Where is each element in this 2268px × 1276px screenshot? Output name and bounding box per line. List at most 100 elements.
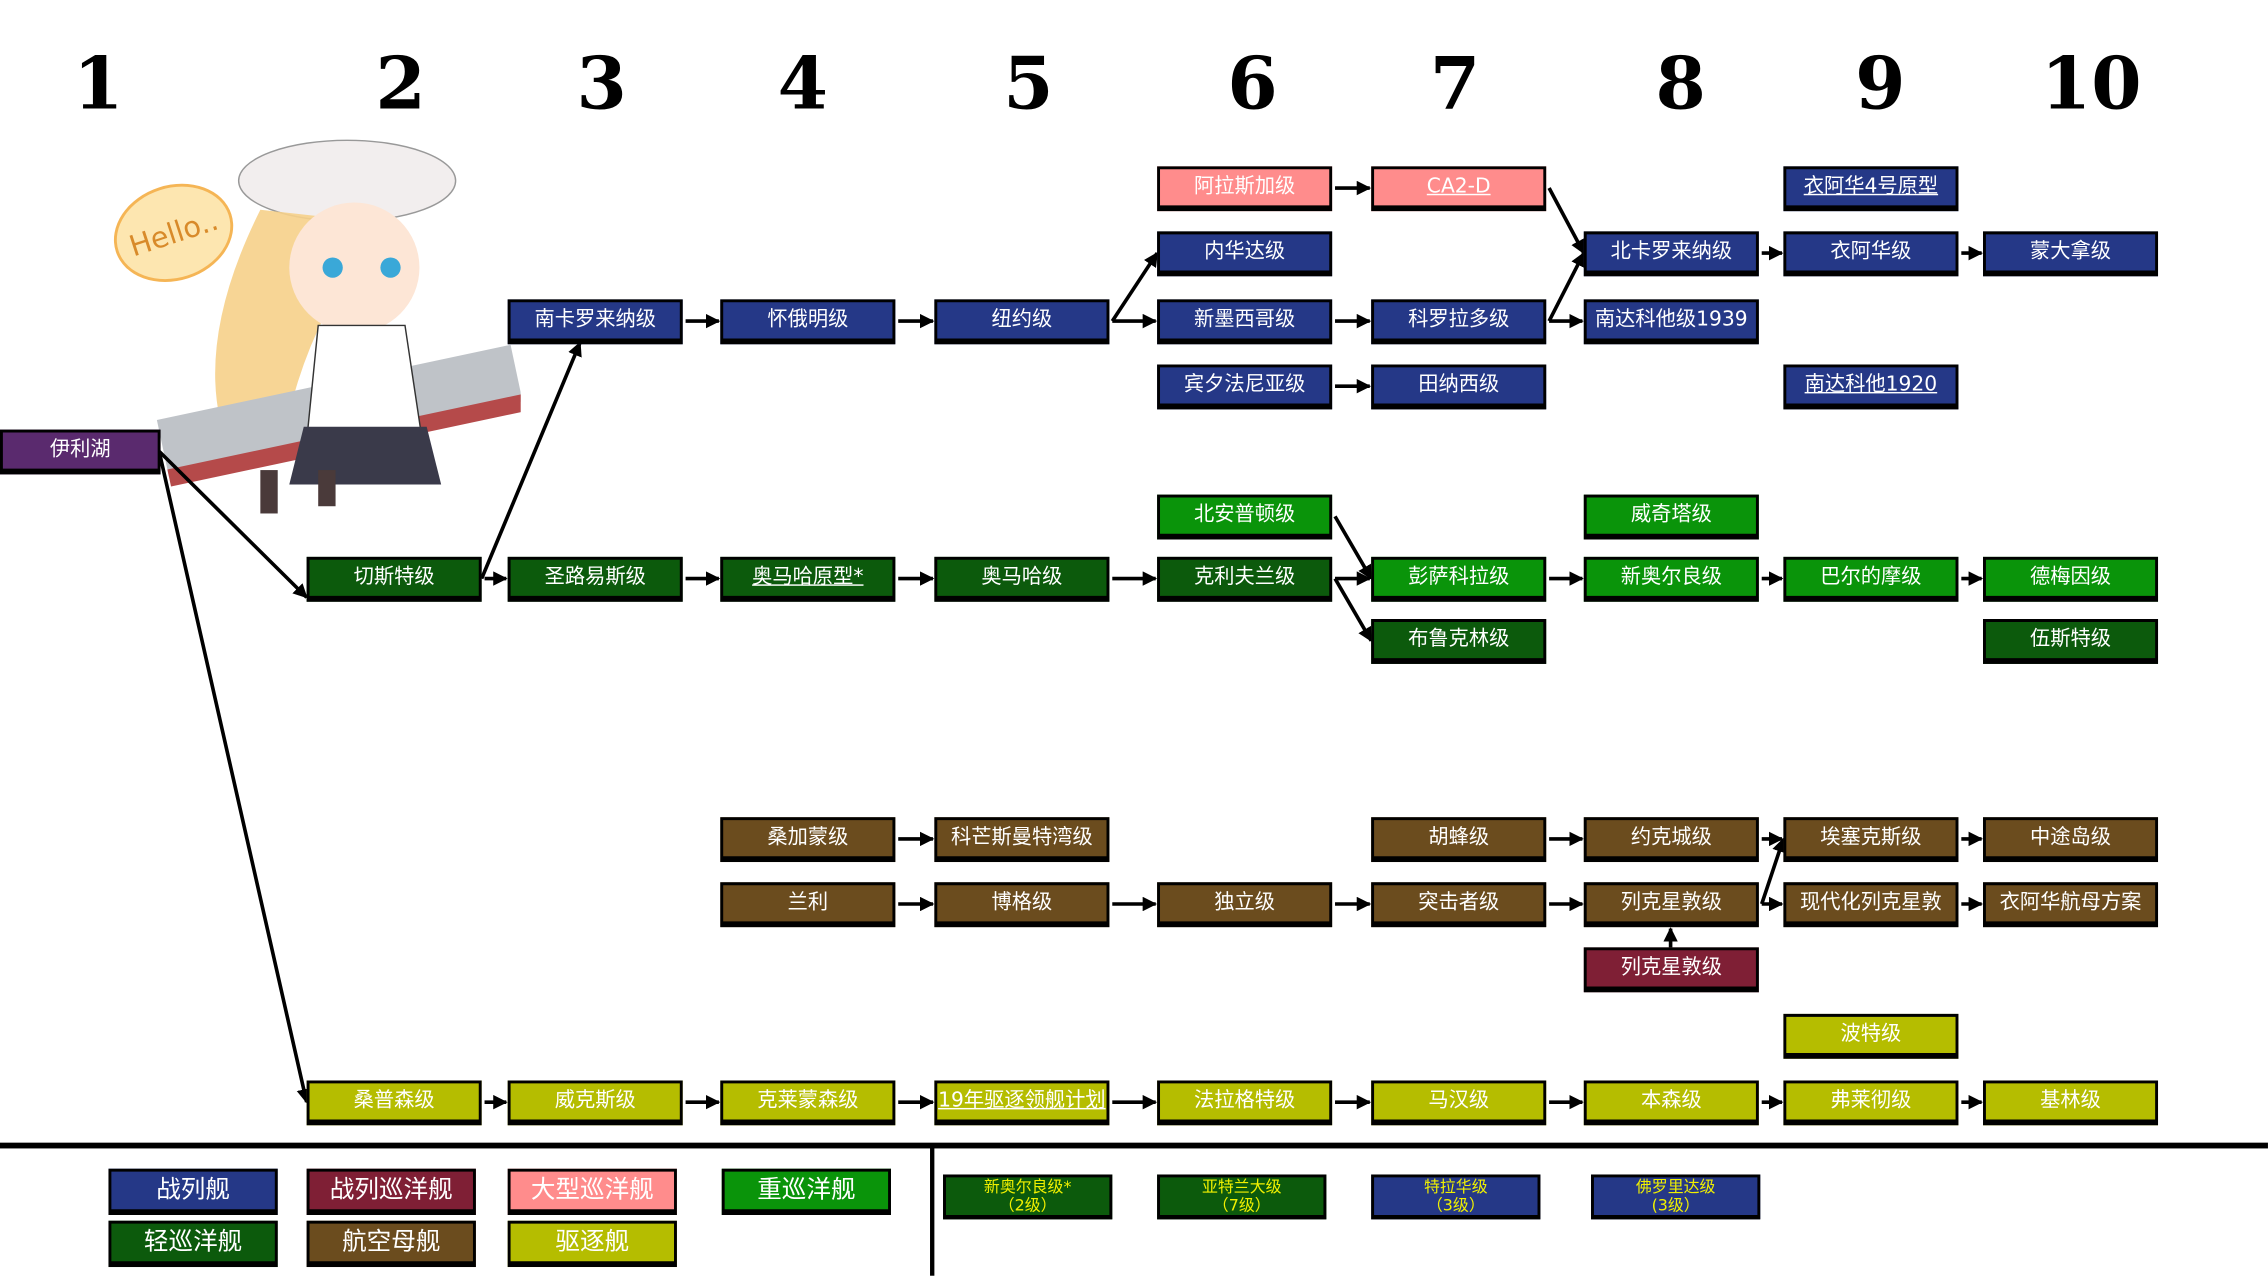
ship-node[interactable]: 约克城级 [1583,817,1759,863]
ship-node[interactable]: 科罗拉多级 [1371,299,1547,345]
ship-name: 列克星敦级 [1620,890,1722,915]
ship-name: 现代化列克星敦 [1800,890,1942,915]
ship-name: 马汉级 [1428,1089,1490,1113]
ship-name: 北卡罗来纳级 [1610,240,1733,264]
ship-node[interactable]: 衣阿华4号原型 [1783,166,1959,212]
ship-node[interactable]: 怀俄明级 [720,299,896,345]
legend-item-large-cruiser: 大型巡洋舰 [507,1168,677,1215]
special-ship-name: 新奥尔良级* [983,1177,1072,1197]
special-ship-level: (3级） [1651,1196,1700,1215]
ship-name: 新奥尔良级 [1620,565,1722,589]
ship-name: 威奇塔级 [1630,503,1712,527]
ship-node[interactable]: 列克星敦级 [1583,882,1759,928]
tier-header-9: 9 [1855,40,1906,126]
special-ship-name: 特拉华级 [1423,1177,1488,1197]
ship-name: 弗莱彻级 [1830,1089,1912,1113]
ship-node[interactable]: 中途岛级 [1983,817,2159,863]
legend-item-heavy-cruiser: 重巡洋舰 [721,1168,891,1215]
ship-node[interactable]: 新墨西哥级 [1157,299,1333,345]
ship-name: 埃塞克斯级 [1820,825,1922,850]
ship-node[interactable]: 南卡罗来纳级 [507,299,683,345]
special-ship-level: （2级） [998,1196,1057,1215]
ship-name: 基林级 [2040,1089,2101,1113]
ship-name: 衣阿华级 [1830,240,1912,264]
ship-name: 科罗拉多级 [1408,308,1510,332]
ship-name: 北安普顿级 [1194,503,1296,527]
ship-node[interactable]: 衣阿华航母方案 [1983,882,2159,928]
arrow [1760,837,1787,905]
ship-name: 博格级 [991,890,1053,915]
ship-node[interactable]: 列克星敦级 [1583,947,1759,993]
tier-header-2: 2 [375,40,426,126]
ship-name: 克利夫兰级 [1194,565,1296,589]
ship-node[interactable]: 奥马哈级 [934,556,1110,602]
ship-node[interactable]: 19年驱逐领舰计划 [934,1080,1110,1126]
ship-name: 宾夕法尼亚级 [1183,373,1306,397]
ship-node[interactable]: 布鲁克林级 [1371,619,1547,664]
special-ship-name: 亚特兰大级 [1201,1177,1282,1197]
ship-node[interactable]: 北安普顿级 [1157,494,1333,540]
ship-name: 中途岛级 [2030,825,2112,850]
ship-name: 阿拉斯加级 [1194,175,1296,199]
legend-item-light-cruiser: 轻巡洋舰 [108,1220,278,1268]
ship-node[interactable]: 蒙大拿级 [1983,231,2159,277]
ship-node[interactable]: 德梅因级 [1983,556,2159,602]
tier-header-3: 3 [576,40,627,126]
ship-name: 圣路易斯级 [544,565,646,589]
tier-header-10: 10 [2040,40,2142,126]
ship-node[interactable]: 现代化列克星敦 [1783,882,1959,928]
ship-node[interactable]: 北卡罗来纳级 [1583,231,1759,277]
ship-node[interactable]: 基林级 [1983,1080,2159,1126]
special-ship-note: 新奥尔良级*（2级） [943,1174,1113,1220]
ship-node[interactable]: 兰利 [720,882,896,928]
ship-name: 本森级 [1640,1089,1702,1113]
ship-node[interactable]: 独立级 [1157,882,1333,928]
ship-node[interactable]: 突击者级 [1371,882,1547,928]
ship-node[interactable]: CA2-D [1371,166,1547,212]
ship-node[interactable]: 伊利湖 [0,429,161,475]
ship-node[interactable]: 波特级 [1783,1013,1959,1059]
ship-node[interactable]: 弗莱彻级 [1783,1080,1959,1126]
ship-node[interactable]: 切斯特级 [306,556,482,602]
legend-item-carrier: 航空母舰 [306,1220,476,1268]
ship-node[interactable]: 南达科他1920 [1783,364,1959,410]
ship-node[interactable]: 博格级 [934,882,1110,928]
arrow [1333,515,1373,580]
ship-node[interactable]: 胡蜂级 [1371,817,1547,863]
special-ship-name: 佛罗里达级 [1635,1177,1716,1197]
ship-name: 威克斯级 [554,1089,636,1113]
ship-node[interactable]: 法拉格特级 [1157,1080,1333,1126]
ship-name: 南达科他级1939 [1594,308,1748,332]
ship-node[interactable]: 田纳西级 [1371,364,1547,410]
ship-node[interactable]: 马汉级 [1371,1080,1547,1126]
ship-name: 田纳西级 [1418,373,1500,397]
special-ship-level: （3级） [1426,1196,1485,1215]
ship-node[interactable]: 纽约级 [934,299,1110,345]
ship-node[interactable]: 本森级 [1583,1080,1759,1126]
ship-node[interactable]: 奥马哈原型* [720,556,896,602]
ship-node[interactable]: 科芒斯曼特湾级 [934,817,1110,863]
ship-node[interactable]: 威奇塔级 [1583,494,1759,540]
ship-node[interactable]: 宾夕法尼亚级 [1157,364,1333,410]
ship-node[interactable]: 伍斯特级 [1983,619,2159,664]
ship-node[interactable]: 新奥尔良级 [1583,556,1759,602]
ship-node[interactable]: 彭萨科拉级 [1371,556,1547,602]
ship-node[interactable]: 内华达级 [1157,231,1333,277]
mascot-illustration [156,139,521,514]
tier-header-4: 4 [777,40,828,126]
ship-name: 独立级 [1214,890,1276,915]
ship-node[interactable]: 桑普森级 [306,1080,482,1126]
ship-node[interactable]: 克莱蒙森级 [720,1080,896,1126]
ship-node[interactable]: 克利夫兰级 [1157,556,1333,602]
arrow [157,450,311,1104]
ship-node[interactable]: 衣阿华级 [1783,231,1959,277]
ship-node[interactable]: 巴尔的摩级 [1783,556,1959,602]
ship-name: 兰利 [787,890,829,915]
ship-node[interactable]: 埃塞克斯级 [1783,817,1959,863]
ship-node[interactable]: 桑加蒙级 [720,817,896,863]
ship-node[interactable]: 圣路易斯级 [507,556,683,602]
ship-node[interactable]: 南达科他级1939 [1583,299,1759,345]
ship-name: 突击者级 [1418,890,1500,915]
ship-node[interactable]: 威克斯级 [507,1080,683,1126]
ship-node[interactable]: 阿拉斯加级 [1157,166,1333,212]
